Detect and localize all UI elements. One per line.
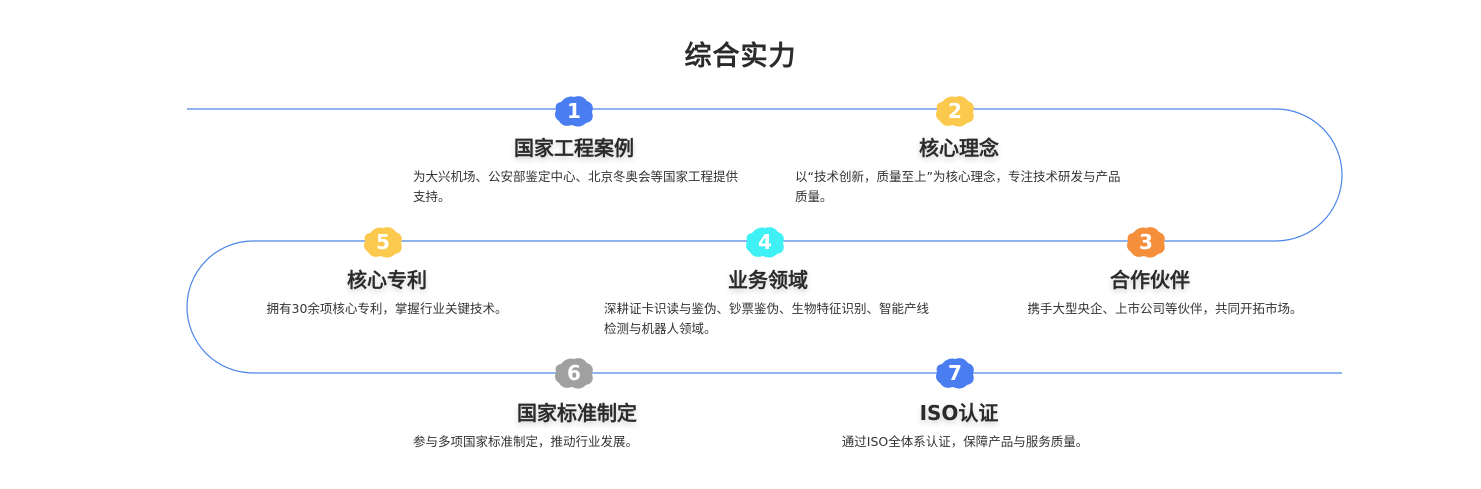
- badge-number: 6: [567, 361, 581, 385]
- badge-2: 2: [934, 94, 976, 128]
- item-title: 国家工程案例: [514, 136, 634, 160]
- badge-number: 3: [1139, 230, 1153, 254]
- cloud-badge-shape: [1127, 227, 1165, 258]
- badge-1: 1: [553, 94, 595, 128]
- badge-number: 4: [758, 230, 772, 254]
- cloud-badge-shape: [364, 227, 402, 258]
- item-description: 携手大型央企、上市公司等伙伴，共同开拓市场。: [1027, 301, 1303, 316]
- item-description: 拥有30余项核心专利，掌握行业关键技术。: [266, 301, 508, 316]
- page-title: 综合实力: [684, 41, 797, 72]
- item-description: 参与多项国家标准制定，推动行业发展。: [413, 434, 639, 449]
- cloud-badge-shape: [555, 96, 593, 127]
- badge-4: 4: [744, 225, 786, 259]
- badge-3: 3: [1125, 225, 1167, 259]
- item-description: 通过ISO全体系认证，保障产品与服务质量。: [841, 434, 1089, 449]
- badge-6: 6: [553, 356, 595, 390]
- item-description: 为大兴机场、公安部鉴定中心、北京冬奥会等国家工程提供支持。: [413, 169, 739, 204]
- cloud-badge-shape: [936, 358, 974, 389]
- badge-number: 2: [948, 99, 962, 123]
- item-title: ISO认证: [919, 401, 999, 425]
- item-title: 核心理念: [919, 136, 999, 160]
- cloud-badge-shape: [746, 227, 784, 258]
- badge-7: 7: [934, 356, 976, 390]
- badge-5: 5: [362, 225, 404, 259]
- item-description: 深耕证卡识读与鉴伪、钞票鉴伪、生物特征识别、智能产线检测与机器人领域。: [604, 301, 930, 336]
- item-title: 业务领域: [728, 268, 808, 292]
- item-title: 合作伙伴: [1110, 268, 1190, 292]
- cloud-badge-shape: [555, 358, 593, 389]
- cloud-badge-shape: [936, 96, 974, 127]
- item-description: 以“技术创新，质量至上”为核心理念，专注技术研发与产品质量。: [795, 169, 1121, 204]
- badge-number: 1: [567, 99, 581, 123]
- item-title: 核心专利: [347, 268, 427, 292]
- badge-number: 7: [948, 361, 962, 385]
- badge-number: 5: [376, 230, 390, 254]
- item-title: 国家标准制定: [517, 401, 637, 425]
